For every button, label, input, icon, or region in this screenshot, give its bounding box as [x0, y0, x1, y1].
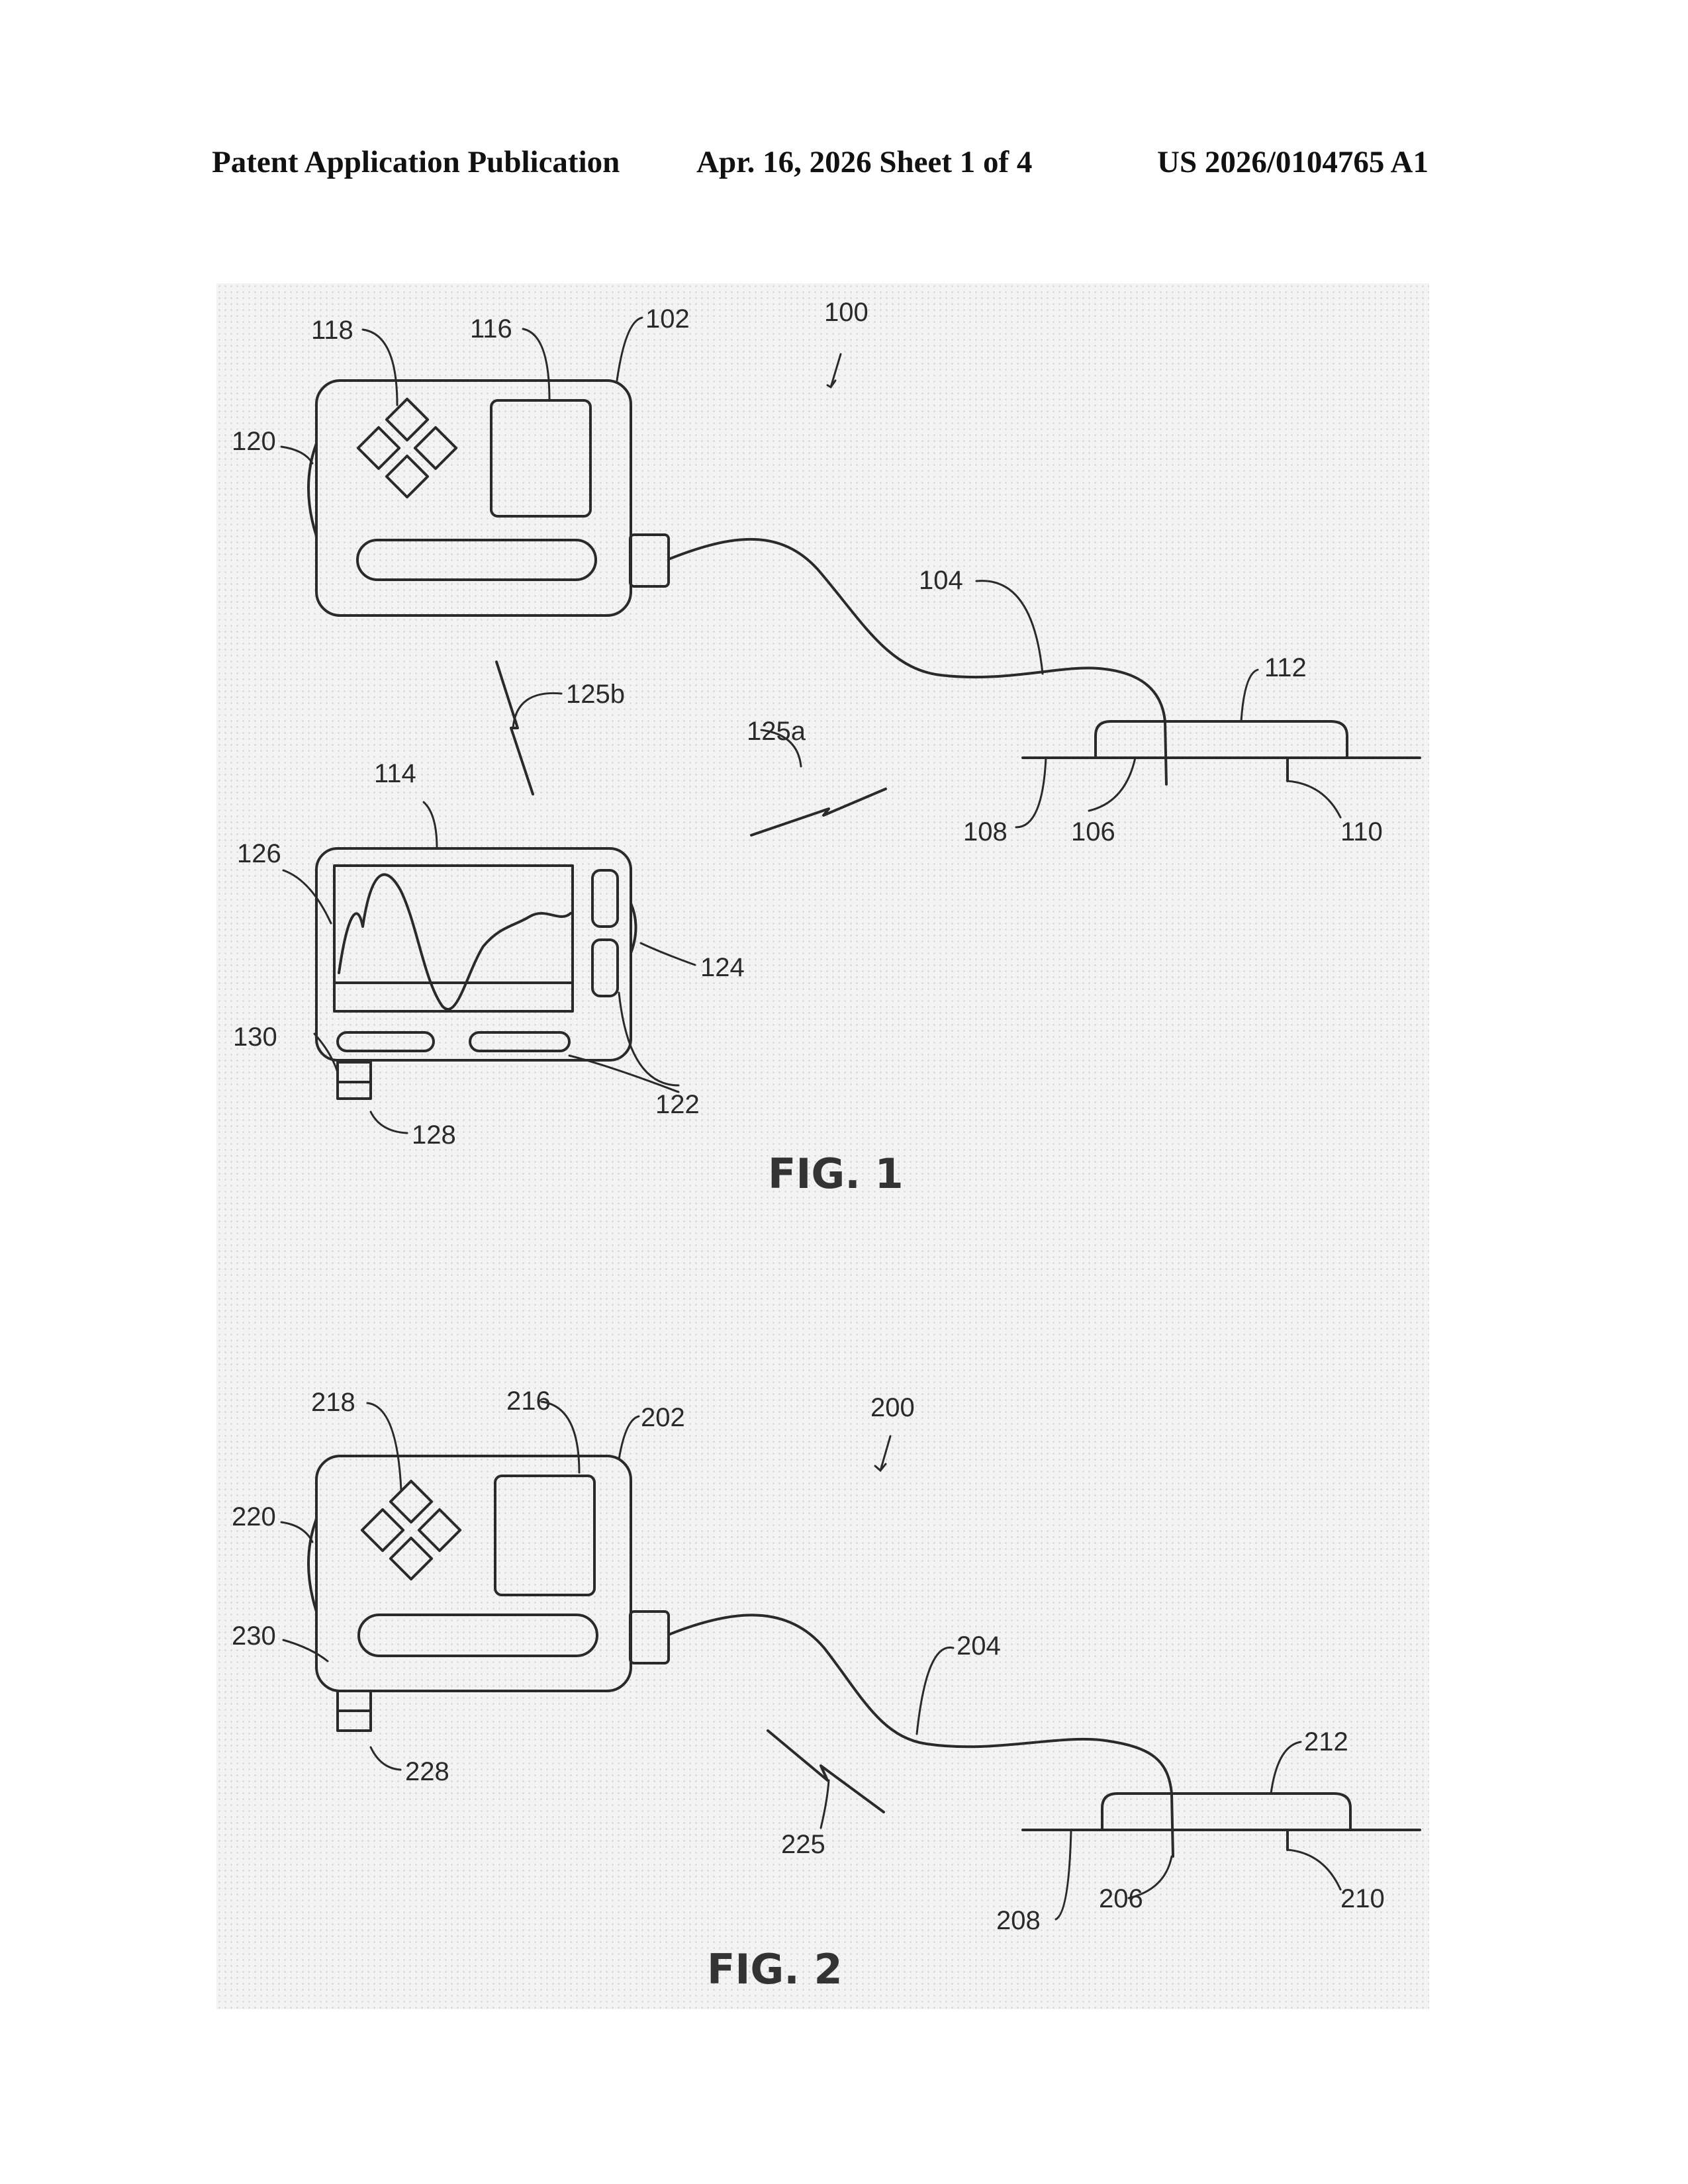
ref-122: 122 — [655, 1090, 700, 1119]
ref-210: 210 — [1340, 1884, 1385, 1913]
infusion-pump-102 — [308, 381, 669, 615]
fig1-reference-numerals: 118 116 102 100 120 104 112 125b 125a 11… — [232, 298, 1383, 1150]
ref-206: 206 — [1099, 1884, 1143, 1913]
glucose-trace-126 — [339, 874, 571, 1009]
button-pad-218 — [362, 1481, 460, 1579]
infusion-site-assembly — [1023, 721, 1420, 781]
ref-200: 200 — [870, 1393, 915, 1422]
ref-130: 130 — [233, 1023, 277, 1052]
ref-202: 202 — [641, 1403, 685, 1432]
ref-106: 106 — [1071, 817, 1115, 846]
fig2-caption: FIG. 2 — [707, 1945, 843, 1993]
fig2-reference-numerals: 218 216 202 200 220 230 204 212 228 225 … — [232, 1387, 1385, 1935]
ref-225: 225 — [781, 1830, 825, 1859]
infusion-site-assembly-2 — [1023, 1794, 1420, 1850]
ref-112: 112 — [1264, 653, 1307, 682]
ref-125b: 125b — [566, 680, 625, 709]
ref-114: 114 — [374, 759, 416, 788]
fig2-drawing: 218 216 202 200 220 230 204 212 228 225 … — [232, 1387, 1420, 1993]
ref-102: 102 — [645, 304, 690, 334]
ref-125a: 125a — [747, 717, 806, 746]
wireless-link-125b — [496, 662, 533, 794]
ref-212: 212 — [1304, 1727, 1348, 1756]
ref-100: 100 — [824, 298, 868, 327]
button-pad-118 — [358, 399, 456, 497]
fig1-caption: FIG. 1 — [768, 1150, 904, 1198]
ref-228: 228 — [405, 1757, 449, 1786]
ref-216: 216 — [506, 1387, 551, 1416]
ref-230: 230 — [232, 1621, 276, 1651]
ref-110: 110 — [1340, 817, 1383, 846]
ref-208: 208 — [996, 1906, 1041, 1935]
ref-104: 104 — [919, 566, 963, 595]
infusion-pump-202 — [308, 1456, 669, 1731]
ref-220: 220 — [232, 1502, 276, 1531]
fig1-drawing: 118 116 102 100 120 104 112 125b 125a 11… — [232, 298, 1420, 1198]
ref-118: 118 — [311, 316, 353, 345]
ref-108: 108 — [963, 817, 1008, 846]
ref-128: 128 — [412, 1120, 456, 1150]
ref-204: 204 — [957, 1631, 1001, 1661]
ref-126: 126 — [237, 839, 281, 868]
ref-116: 116 — [470, 314, 512, 343]
wireless-link-125a — [751, 789, 886, 835]
tubing-104 — [669, 539, 1166, 784]
ref-218: 218 — [311, 1388, 355, 1417]
ref-120: 120 — [232, 427, 276, 456]
ref-124: 124 — [700, 953, 745, 982]
tubing-204 — [669, 1615, 1173, 1856]
